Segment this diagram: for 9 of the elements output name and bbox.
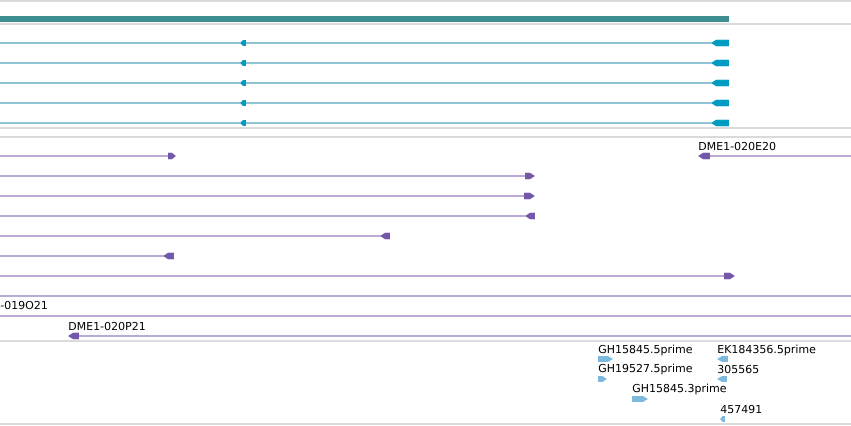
- feature-label: DME1-020P21: [69, 322, 145, 330]
- feature-label: DME1-020E20: [699, 142, 776, 150]
- feature-label: 305565: [718, 364, 758, 374]
- feature-label: GH19527.5prime: [598, 364, 692, 374]
- feature-label: EK184356.5prime: [718, 344, 816, 356]
- feature-label: -019O21: [0, 300, 47, 310]
- feature-label: GH15845.5prime: [598, 344, 692, 356]
- feature-label: GH15845.3prime: [632, 384, 726, 394]
- feature-label: 457491: [720, 404, 762, 414]
